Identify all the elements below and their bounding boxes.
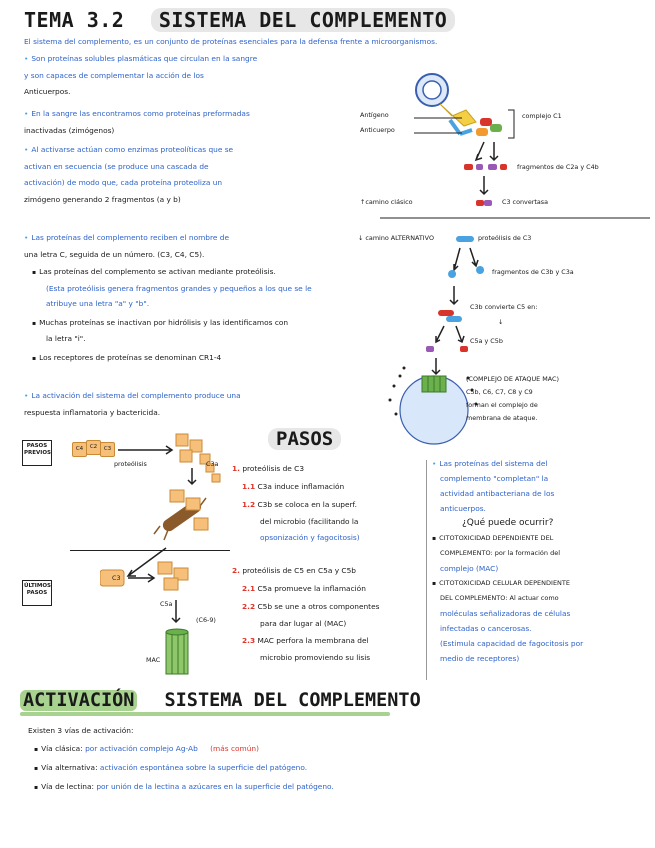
label-complejo-c1: complejo C1 (522, 112, 562, 120)
label-antigeno: Antígeno (360, 111, 389, 119)
page-title: TEMA 3.2 SISTEMA DEL COMPLEMENTO (24, 8, 456, 32)
steps-group-2: 2. proteólisis de C5 en C5a y C5b 2.1 C5… (232, 566, 380, 662)
cell-c4: C4 (72, 442, 87, 457)
question-text: ¿Qué puede ocurrir? (462, 518, 554, 528)
side-column: Las proteínas del sistema del complement… (432, 456, 648, 666)
label-anticuerpo: Anticuerpo (360, 126, 395, 134)
pasos-title: PASOS (268, 428, 342, 450)
label-c3b-convierte: C3b convierte C5 en: (470, 303, 538, 311)
intro-p2: Son proteínas solubles plasmáticas que c… (24, 53, 344, 99)
mac-pore-icon (421, 375, 447, 393)
ultimos-pasos-box: ÚLTIMOS PASOS (22, 580, 52, 606)
antibody-icon (439, 103, 477, 127)
arrow-down-icon: ↓ (498, 318, 504, 326)
label-proteolisis: proteólisis (114, 460, 147, 468)
label-c5a-c5b: C5a y C5b (470, 337, 503, 345)
activacion-title: ACTIVACIÓN SISTEMA DEL COMPLEMENTO (20, 690, 421, 711)
activacion-list: Existen 3 vías de activación: Vía clásic… (28, 722, 648, 797)
intro-p6: La activación del sistema del complement… (24, 390, 384, 419)
complement-cascade-diagram (380, 73, 650, 445)
mac-formation-diagram (100, 561, 189, 675)
intro-p3: En la sangre las encontramos como proteí… (24, 108, 344, 137)
label-camino-clasico: ↑camino clásico (360, 198, 413, 206)
steps-group-1: 1. proteólisis de C3 1.1 C3a induce infl… (232, 464, 360, 542)
label-c5a: C5a (160, 600, 173, 608)
label-c3a: C3a (206, 460, 219, 468)
intro-p1: El sistema del complemento, es un conjun… (24, 37, 438, 46)
label-camino-alternativo: ↓ camino ALTERNATIVO (358, 234, 434, 242)
cell-c2: C2 (86, 440, 101, 455)
pasos-previos-box: PASOS PREVIOS (22, 440, 52, 466)
mac-cylinder-icon (165, 628, 189, 675)
cell-c3: C3 (100, 442, 115, 457)
mac-description: (COMPLEJO DE ATAQUE MAC) C5b, C6, C7, C8… (466, 375, 559, 422)
label-fragmentos-c3: fragmentos de C3b y C3a (492, 268, 574, 276)
label-fragmentos-c2-c4: fragmentos de C2a y C4b (517, 163, 599, 171)
intro-p4: Al activarse actúan como enzimas proteol… (24, 144, 344, 206)
label-c6-9: (C6-9) (196, 616, 216, 624)
tema-label: TEMA 3.2 (24, 8, 125, 32)
intro-p5: Las proteínas del complemento reciben el… (24, 232, 344, 261)
pasos-diagram (118, 433, 221, 577)
intro-bullets: Las proteínas del complemento se activan… (32, 266, 412, 366)
label-c3-convertasa: C3 convertasa (502, 198, 549, 206)
label-proteolisis-c3: proteólisis de C3 (478, 234, 532, 242)
label-mac: MAC (146, 656, 161, 664)
cell-c3-bottom: C3 (112, 574, 121, 582)
c1-complex-icon (480, 118, 492, 126)
title-label: SISTEMA DEL COMPLEMENTO (150, 8, 456, 32)
